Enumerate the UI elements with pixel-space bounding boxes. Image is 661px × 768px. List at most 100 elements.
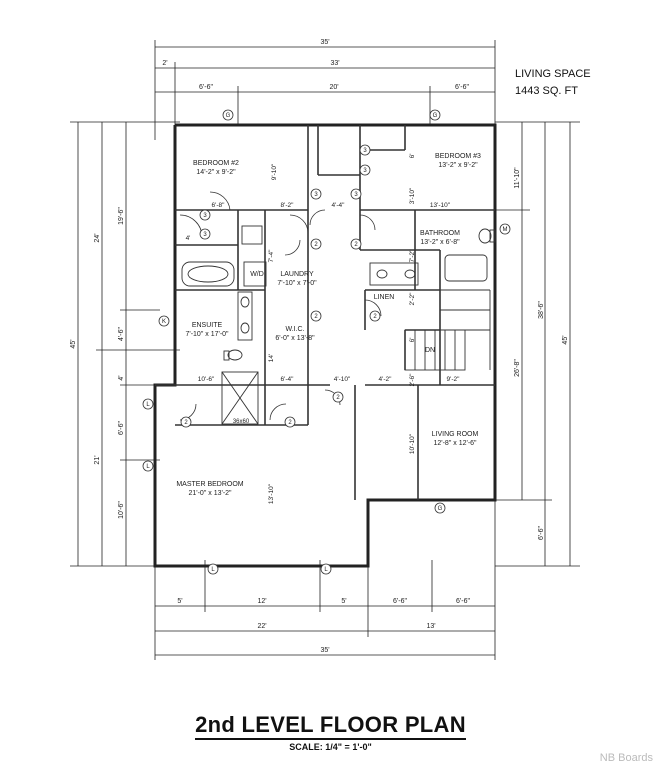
dim-interior: 13'-10" <box>430 202 451 209</box>
dim-interior: 14' <box>268 354 275 362</box>
dim-right-c: 26'-8" <box>514 359 521 377</box>
marker-3: 3 <box>203 213 207 219</box>
dim-bottom-seg5: 6'-6" <box>456 598 470 605</box>
dim-bottom-mid-a: 22' <box>257 623 266 630</box>
marker-l: L <box>146 464 150 470</box>
dim-right-b: 38'-6" <box>538 301 545 319</box>
scale-value: 1/4" = 1'-0" <box>325 742 372 752</box>
dim-right-a: 11'-10" <box>514 167 521 189</box>
dim-bottom-overall: 35' <box>320 647 329 654</box>
room-bedroom3-name: BEDROOM #3 <box>435 153 481 160</box>
dim-interior: 6'-4" <box>281 376 295 383</box>
dim-interior: 10'-10" <box>409 433 416 454</box>
marker-3: 3 <box>203 232 207 238</box>
marker-2: 2 <box>354 242 358 248</box>
dim-interior: 2'-2" <box>409 292 416 306</box>
dim-top-upper: 33' <box>330 60 339 67</box>
dim-bottom-seg4: 6'-6" <box>393 598 407 605</box>
living-space-label: LIVING SPACE <box>515 68 591 80</box>
dim-interior: 8'-2" <box>281 202 295 209</box>
room-linen: LINEN <box>374 294 395 301</box>
room-bathroom-name: BATHROOM <box>420 230 460 237</box>
dim-interior: 9'-10" <box>271 163 278 180</box>
dim-interior: 4'-10" <box>334 376 351 383</box>
marker-k: K <box>162 319 166 325</box>
marker-2: 2 <box>336 395 340 401</box>
dim-interior: 6' <box>409 154 416 159</box>
marker-2: 2 <box>314 242 318 248</box>
dim-top-seg-b: 20' <box>329 84 338 91</box>
room-bedroom3-size: 13'-2" x 9'-2" <box>438 162 478 169</box>
room-master-name: MASTER BEDROOM <box>176 481 243 488</box>
room-wic-name: W.I.C. <box>285 326 304 333</box>
dim-left-b: 4'-6" <box>118 327 125 341</box>
room-wic-size: 6'-0" x 13'-8" <box>275 335 315 342</box>
marker-2: 2 <box>184 420 188 426</box>
room-ensuite-name: ENSUITE <box>192 322 223 329</box>
marker-g: G <box>438 506 443 512</box>
dim-right-overall: 45' <box>562 335 569 344</box>
dim-right-d: 6'-6" <box>538 526 545 540</box>
dim-left-overall: 45' <box>70 339 77 348</box>
dim-left-c: 4' <box>118 375 125 380</box>
dim-left-upper: 24' <box>94 233 101 242</box>
marker-l: L <box>324 567 328 573</box>
dim-bottom-seg1: 5' <box>177 598 182 605</box>
dim-interior: 7'-4" <box>268 249 275 263</box>
room-bedroom2-size: 14'-2" x 9'-2" <box>196 169 236 176</box>
plan-title-text: 2nd LEVEL FLOOR PLAN <box>195 712 466 740</box>
dim-interior: 7'-2" <box>409 249 416 263</box>
dim-top-overall: 35' <box>320 39 329 46</box>
living-space-block: LIVING SPACE 1443 SQ. FT <box>515 66 591 100</box>
dim-interior: 4'-4" <box>332 202 346 209</box>
marker-2: 2 <box>288 420 292 426</box>
marker-g: G <box>433 113 438 119</box>
dim-interior: 13'-10" <box>268 483 275 504</box>
scale-label: SCALE: <box>289 742 323 752</box>
marker-3: 3 <box>363 148 367 154</box>
room-living-size: 12'-8" x 12'-6" <box>433 440 477 447</box>
marker-2: 2 <box>314 314 318 320</box>
dim-left-lower: 21' <box>94 455 101 464</box>
marker-3: 3 <box>354 192 358 198</box>
room-bathroom-size: 13'-2" x 6'-8" <box>420 239 460 246</box>
dim-interior: 10'-6" <box>198 376 215 383</box>
dim-left-a: 19'-6" <box>118 207 125 225</box>
dim-left-d: 6'-6" <box>118 421 125 435</box>
dim-interior: 6'-8" <box>212 202 226 209</box>
watermark: NB Boards <box>599 752 653 764</box>
room-ensuite-size: 7'-10" x 17'-0" <box>185 331 229 338</box>
dim-top-seg-c: 6'-6" <box>455 84 469 91</box>
dim-bottom-seg2: 12' <box>257 598 266 605</box>
marker-2: 2 <box>373 314 377 320</box>
dim-left-e: 10'-6" <box>118 501 125 519</box>
marker-3: 3 <box>314 192 318 198</box>
room-laundry-size: 7'-10" x 7'-0" <box>277 280 317 287</box>
room-laundry-name: LAUNDRY <box>280 271 314 278</box>
marker-3: 3 <box>363 168 367 174</box>
room-bedroom2-name: BEDROOM #2 <box>193 160 239 167</box>
dim-bottom-seg3: 5' <box>341 598 346 605</box>
marker-g: G <box>226 113 231 119</box>
dim-interior: 9'-2" <box>447 376 461 383</box>
dim-interior: 2'-6" <box>409 373 416 387</box>
dim-interior: 3'-10" <box>409 187 416 204</box>
dim-top-left-offset: 2' <box>162 60 167 67</box>
living-space-value: 1443 SQ. FT <box>515 85 578 97</box>
marker-m: M <box>503 227 508 233</box>
room-wd: W/D <box>250 271 264 278</box>
plan-title: 2nd LEVEL FLOOR PLAN <box>0 712 661 740</box>
dim-interior: 4'-2" <box>379 376 393 383</box>
marker-l: L <box>211 567 215 573</box>
stair-dn-label: DN <box>425 347 435 354</box>
plan-scale: SCALE: 1/4" = 1'-0" <box>0 742 661 752</box>
dim-bottom-mid-b: 13' <box>426 623 435 630</box>
room-living-name: LIVING ROOM <box>432 431 479 438</box>
marker-l: L <box>146 402 150 408</box>
dim-interior: 6' <box>409 338 416 343</box>
dim-interior: 4' <box>186 235 191 242</box>
room-master-size: 21'-0" x 13'-2" <box>188 490 232 497</box>
dim-top-seg-a: 6'-6" <box>199 84 213 91</box>
shower-size-label: 36x60 <box>233 419 250 425</box>
